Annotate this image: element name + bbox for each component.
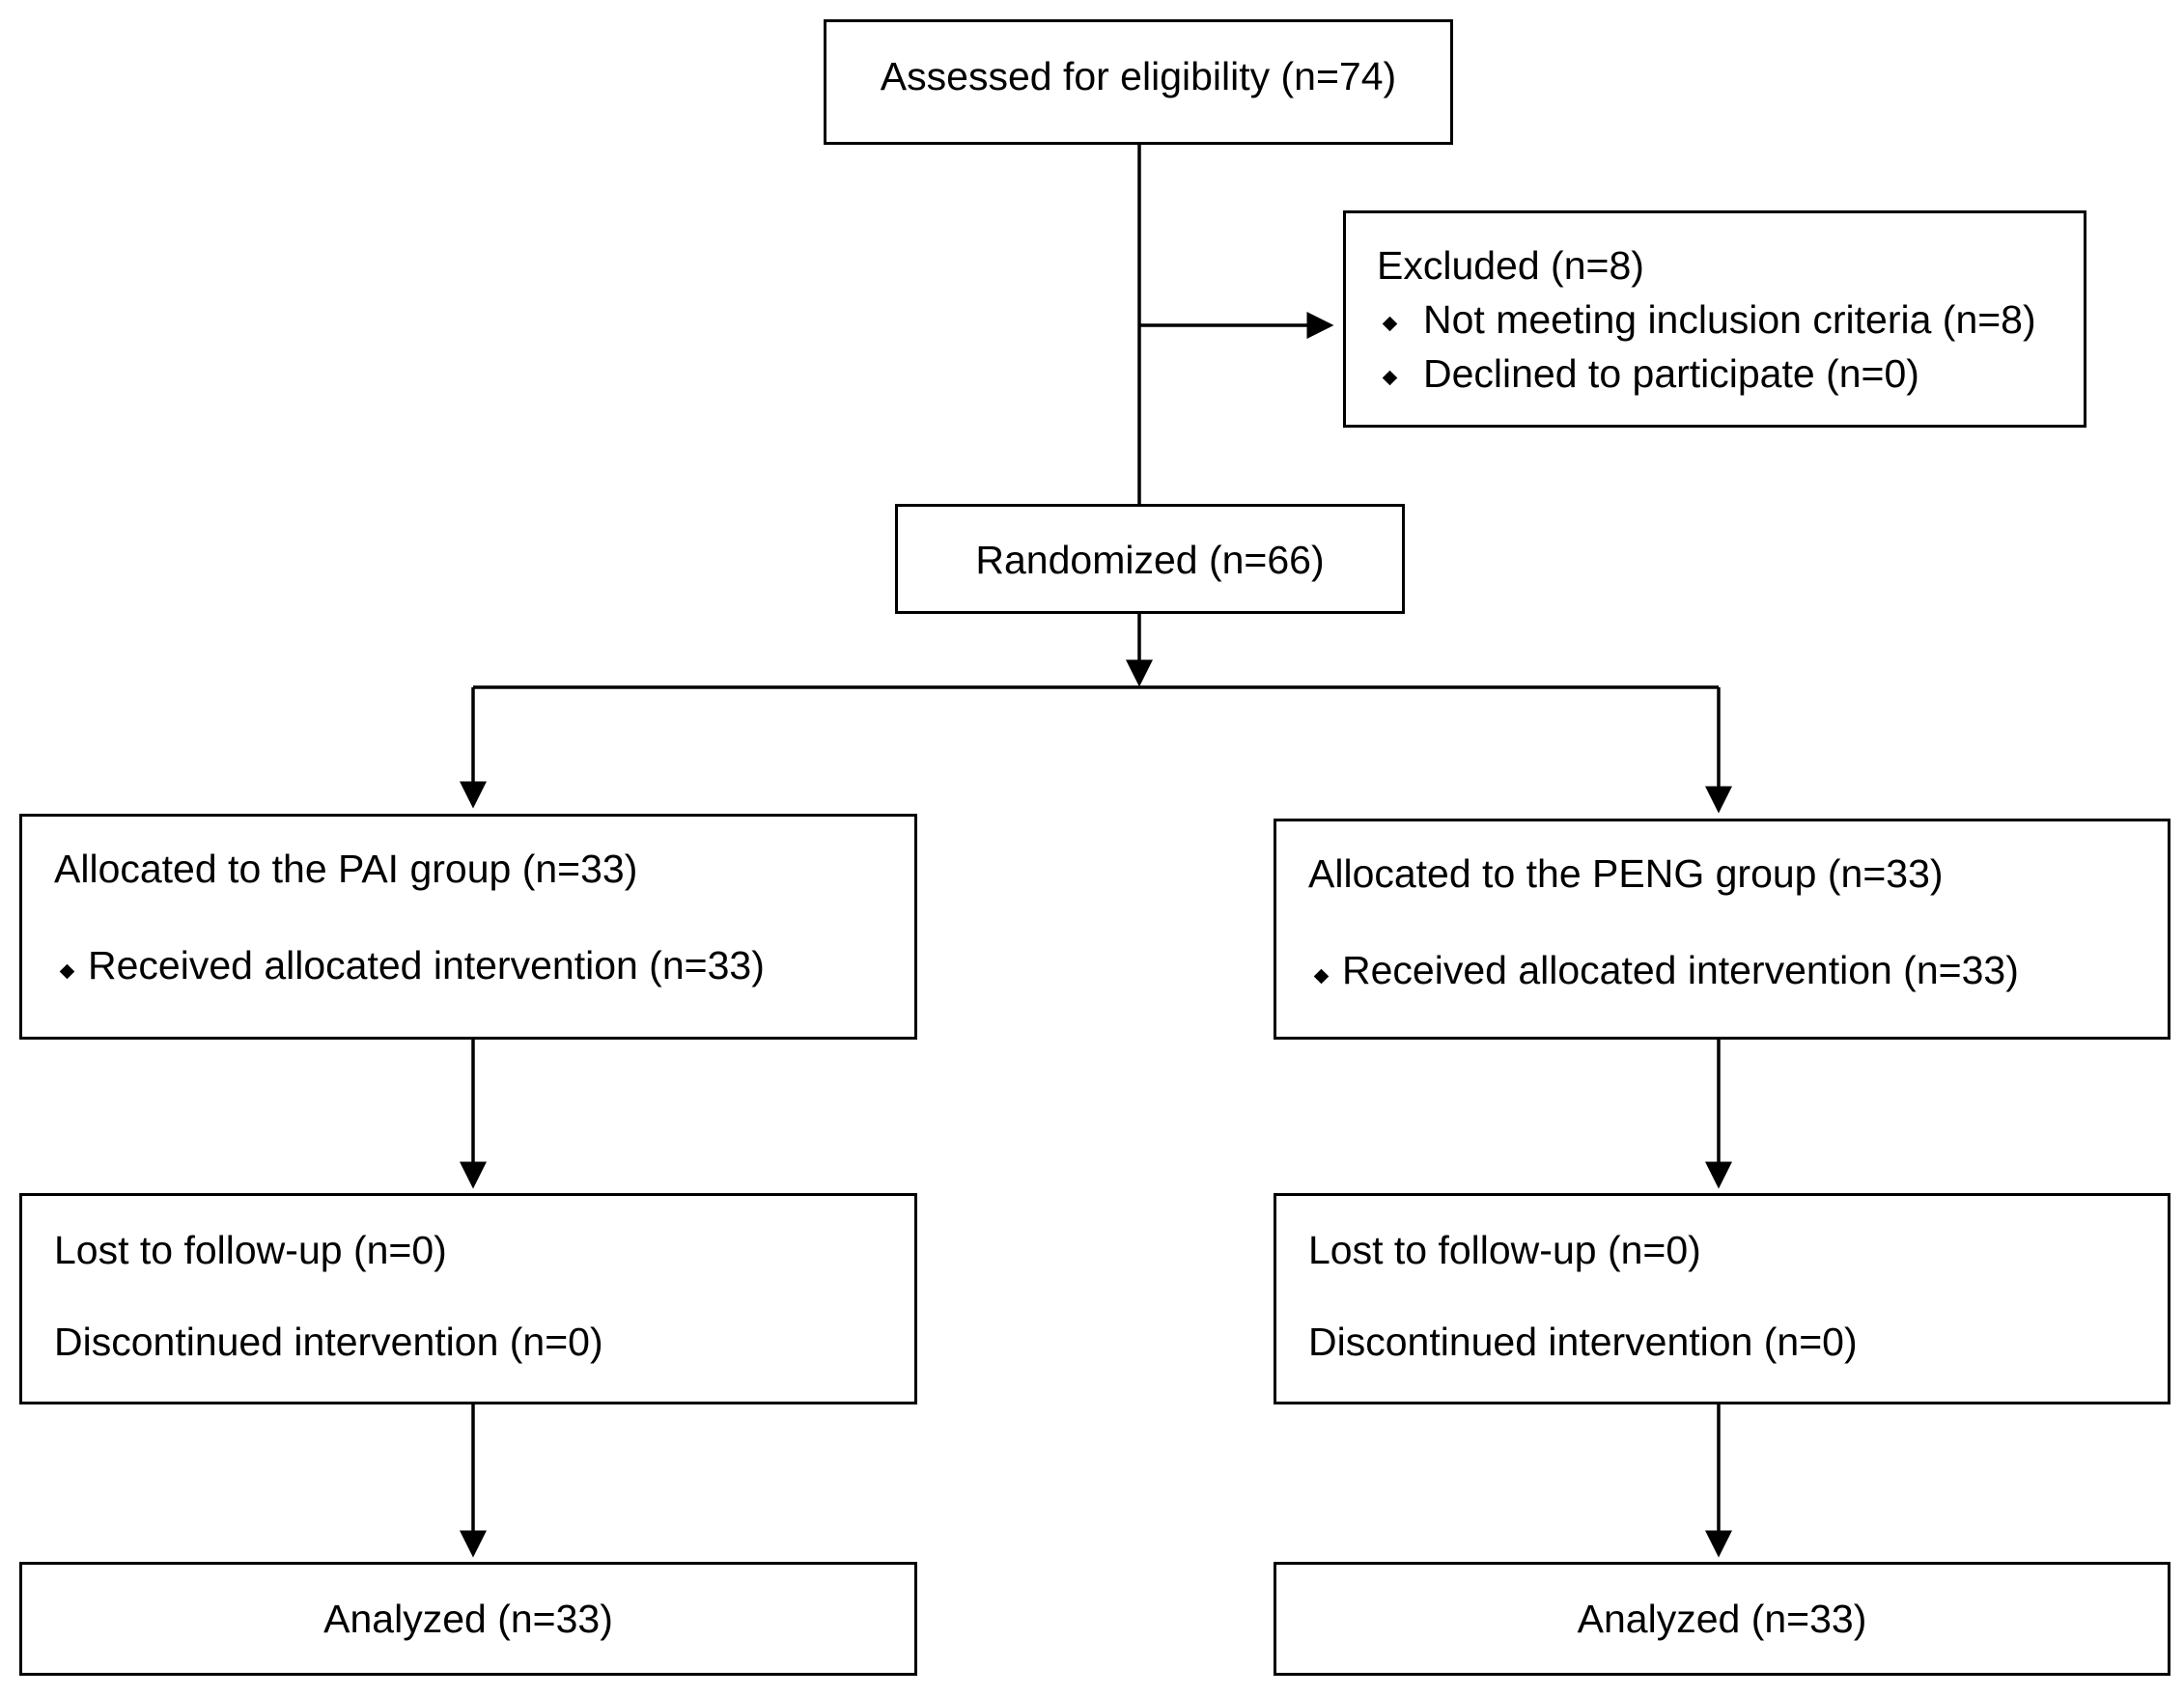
right-allocated-box: Allocated to the PENG group (n=33) Recei… <box>1274 819 2170 1040</box>
excluded-box: Excluded (n=8) Not meeting inclusion cri… <box>1343 210 2086 428</box>
left-received-label: Received allocated intervention (n=33) <box>88 943 765 987</box>
assessed-label: Assessed for eligibility (n=74) <box>880 54 1397 98</box>
right-discontinued-label: Discontinued intervention (n=0) <box>1308 1320 1858 1364</box>
right-lost-label: Lost to follow-up (n=0) <box>1308 1228 1701 1272</box>
left-allocated-box: Allocated to the PAI group (n=33) Receiv… <box>19 814 917 1040</box>
excluded-item: Not meeting inclusion criteria (n=8) <box>1423 297 2036 342</box>
right-analyzed-label: Analyzed (n=33) <box>1577 1597 1867 1641</box>
right-analyzed-box: Analyzed (n=33) <box>1274 1562 2170 1676</box>
randomized-label: Randomized (n=66) <box>975 538 1325 582</box>
left-lost-label: Lost to follow-up (n=0) <box>54 1228 447 1272</box>
left-allocated-label: Allocated to the PAI group (n=33) <box>54 847 638 891</box>
left-analyzed-box: Analyzed (n=33) <box>19 1562 917 1676</box>
right-allocated-label: Allocated to the PENG group (n=33) <box>1308 851 1944 896</box>
excluded-title: Excluded (n=8) <box>1377 243 1644 288</box>
left-followup-box: Lost to follow-up (n=0) Discontinued int… <box>19 1193 917 1404</box>
randomized-box: Randomized (n=66) <box>895 504 1405 614</box>
assessed-box: Assessed for eligibility (n=74) <box>824 19 1453 145</box>
bullet-icon <box>1382 316 1398 332</box>
bullet-icon <box>1313 968 1330 985</box>
bullet-icon <box>59 963 75 980</box>
left-discontinued-label: Discontinued intervention (n=0) <box>54 1320 603 1364</box>
right-received-label: Received allocated intervention (n=33) <box>1342 948 2019 992</box>
left-analyzed-label: Analyzed (n=33) <box>323 1597 613 1641</box>
excluded-item: Declined to participate (n=0) <box>1423 351 1919 396</box>
right-followup-box: Lost to follow-up (n=0) Discontinued int… <box>1274 1193 2170 1404</box>
bullet-icon <box>1382 370 1398 386</box>
